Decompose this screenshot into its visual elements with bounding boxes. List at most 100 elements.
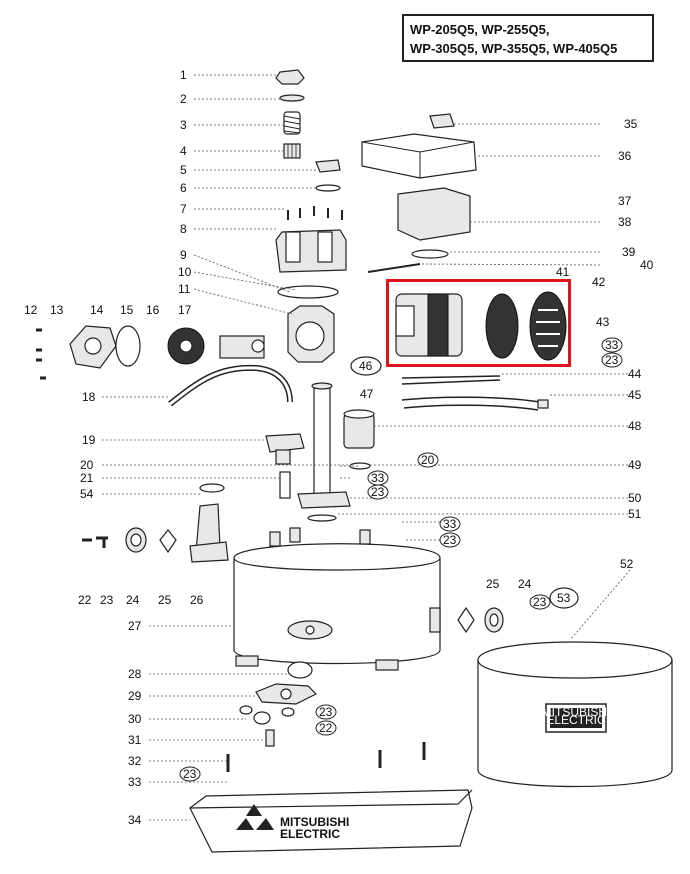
circled-label-23-f: 23 [179,766,201,782]
label-30: 30 [128,712,142,726]
label-40: 40 [640,258,654,272]
label-32: 32 [128,754,142,768]
label-49: 49 [628,458,642,472]
part-30-washers [239,705,295,725]
label-4: 4 [180,144,187,158]
circled-label-22-b: 22 [315,720,337,736]
tank-badge-line2: ELECTRIC [546,713,606,727]
circled-label-46: 46 [350,356,382,376]
label-33-a: 33 [605,338,619,352]
part-24-nut [125,527,147,553]
label-10: 10 [178,265,192,279]
label-17: 17 [178,303,192,317]
label-35: 35 [624,117,638,131]
part-42-fan [485,293,519,359]
part-14-oring [115,325,141,367]
model-line-2: WP-305Q5, WP-355Q5, WP-405Q5 [410,41,618,56]
part-13-end-cover [69,325,117,369]
label-52: 52 [620,557,634,571]
label-51: 51 [628,507,642,521]
label-20-b: 20 [421,453,435,467]
label-14: 14 [90,303,104,317]
label-8: 8 [180,222,187,236]
part-1-cap [275,69,305,85]
part-51-oring [307,514,337,522]
circled-label-23-d: 23 [529,594,551,610]
label-23-a: 23 [605,353,619,367]
label-43: 43 [596,315,610,329]
part-19-valve [265,433,305,465]
label-37: 37 [618,194,632,208]
circled-label-33-c: 33 [439,516,461,532]
label-45: 45 [628,388,642,402]
base-logo-line2: ELECTRIC [280,827,340,841]
part-10-gasket [277,285,339,299]
part-36-cover [361,133,477,179]
part-40-wire [367,263,421,273]
label-47: 47 [360,387,374,401]
part-44-cable [401,375,501,385]
part-50-flange [297,491,351,509]
part-26-check-valve [189,503,229,563]
part-8-pump-head [275,229,347,273]
label-2: 2 [180,92,187,106]
circled-label-23-a: 23 [601,352,623,368]
label-53: 53 [557,591,571,605]
label-15: 15 [120,303,134,317]
circled-label-23-c: 23 [439,532,461,548]
label-24-left: 24 [126,593,140,607]
model-number-box: WP-205Q5, WP-255Q5, WP-305Q5, WP-355Q5, … [402,14,654,62]
part-35-clip [429,113,455,129]
label-18: 18 [82,390,96,404]
part-12-bolts [36,328,46,380]
label-33-b: 33 [371,471,385,485]
part-45-power-cord [401,396,549,411]
label-12: 12 [24,303,38,317]
part-48-capacitor [343,409,375,449]
part-25-gasket-right [457,606,475,634]
label-54: 54 [80,487,94,501]
base-logo-line1: MITSUBISHI [280,815,349,829]
part-labels: 1 2 3 4 5 6 7 8 9 10 11 12 13 14 15 16 1… [24,68,654,827]
part-54-oring [199,483,225,493]
label-23-left: 23 [100,593,114,607]
label-50: 50 [628,491,642,505]
label-38: 38 [618,215,632,229]
tank-badge-line1: MITSUBISHI [542,705,611,719]
circled-label-23-e: 23 [315,704,337,720]
part-34-base: MITSUBISHI ELECTRIC [189,789,473,853]
part-2-washer [279,94,305,102]
part-29-plate [255,683,318,705]
label-33-bottom: 33 [128,775,142,789]
part-37-switch [397,187,471,241]
part-43-fan-cover [529,291,567,361]
part-17-shaft [219,335,265,359]
leader-lines [102,74,631,821]
label-25-right: 25 [486,577,500,591]
label-23-c: 23 [443,533,457,547]
label-23-e: 23 [319,705,333,719]
label-22-left: 22 [78,593,92,607]
label-13: 13 [50,303,64,317]
part-27-top-fittings [269,527,371,547]
circled-label-53: 53 [549,587,579,609]
label-29: 29 [128,689,142,703]
part-47-pipe [311,382,333,499]
part-21-pipe [279,471,291,499]
label-20-left: 20 [80,458,94,472]
label-48: 48 [628,419,642,433]
label-23-f: 23 [183,767,197,781]
label-23-d: 23 [533,595,547,609]
label-39: 39 [622,245,636,259]
label-24-right: 24 [518,577,532,591]
label-5: 5 [180,163,187,177]
part-5-bracket [315,159,341,173]
label-16: 16 [146,303,160,317]
part-32-bolts [226,742,426,772]
label-42: 42 [592,275,606,289]
part-31-bolt [265,729,275,747]
label-1: 1 [180,68,187,82]
label-41: 41 [556,265,570,279]
part-25-gasket [159,529,177,554]
part-4-nut [283,143,301,159]
